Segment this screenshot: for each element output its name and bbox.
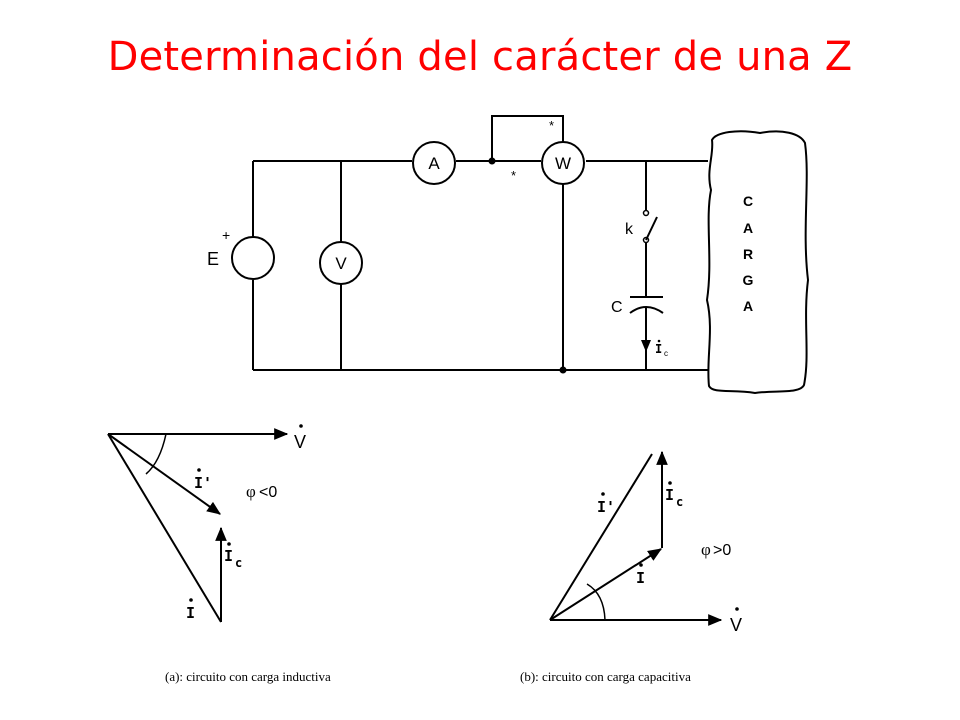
load-current-dot-b (639, 563, 643, 567)
switch-contact-bottom (642, 236, 650, 244)
load-letter-a2: A (743, 298, 753, 314)
slide-title: Determinación del carácter de una Z (107, 34, 853, 80)
voltmeter (319, 241, 363, 285)
angle-relation-b: >0 (713, 542, 731, 559)
voltage-dot-a (299, 424, 303, 428)
source-label: E (207, 249, 219, 269)
angle-arc-b (586, 583, 606, 621)
caption-a: (a): circuito con carga inductiva (165, 669, 331, 684)
load-letter-c: C (743, 193, 753, 209)
wattmeter-voltage-coil-wire (491, 115, 564, 161)
capacitor-current-arrow (641, 340, 651, 352)
ammeter-label: A (428, 154, 440, 173)
ammeter (412, 141, 456, 185)
angle-phi-b: φ (701, 540, 711, 559)
current-prime-label-a: I' (194, 474, 212, 492)
load-current-phasor-b (549, 548, 662, 621)
phasor-diagram-a: V I' I c I φ <0 (107, 424, 306, 623)
capacitor-current-subscript-b: c (676, 495, 683, 509)
voltage-dot-b (735, 607, 739, 611)
voltmeter-label: V (335, 254, 347, 273)
capacitor-current-subscript: c (664, 349, 668, 358)
phasor-diagram-b: V I I c I' φ >0 (549, 450, 742, 635)
switch-label: k (625, 221, 634, 238)
circuit: + E V A W * * k (207, 115, 810, 395)
star-mark-current: * (511, 168, 516, 183)
switch-contact-top (642, 209, 650, 217)
capacitor-current-label: I (655, 342, 662, 356)
junction-node-bottom (559, 366, 567, 374)
capacitor-current-dot (657, 339, 661, 343)
angle-phi-a: φ (246, 482, 256, 501)
load-current-label-a: I (186, 604, 195, 622)
load-box (705, 130, 810, 395)
voltage-label-a: V (294, 432, 306, 452)
capacitor-current-subscript-a: c (235, 556, 242, 570)
junction-node (488, 157, 496, 165)
capacitor-current-label-b: I (665, 486, 674, 504)
load-current-phasor-a (107, 433, 222, 623)
load-letter-r: R (743, 246, 753, 262)
load-current-label-b: I (636, 569, 645, 587)
current-prime-dot-a (197, 468, 201, 472)
load-current-dot-a (189, 598, 193, 602)
caption-b: (b): circuito con carga capacitiva (520, 669, 691, 684)
capacitor-current-label-a: I (224, 547, 233, 565)
angle-arc-a (145, 433, 167, 475)
source-polarity: + (222, 227, 230, 243)
voltage-label-b: V (730, 615, 742, 635)
wattmeter-label: W (555, 154, 571, 173)
capacitor-current-dot-a (227, 542, 231, 546)
current-prime-dot-b (601, 492, 605, 496)
star-mark-voltage: * (549, 118, 554, 133)
capacitor-label: C (611, 299, 623, 316)
switch-blade[interactable] (645, 216, 658, 241)
load-letter-g: G (743, 272, 754, 288)
voltage-source (231, 236, 275, 280)
capacitor-current-dot-b (668, 481, 672, 485)
current-prime-phasor-b (549, 453, 653, 621)
load-letter-a: A (743, 220, 753, 236)
current-prime-phasor-a (107, 433, 221, 515)
current-prime-label-b: I' (597, 498, 615, 516)
angle-relation-a: <0 (259, 484, 277, 501)
